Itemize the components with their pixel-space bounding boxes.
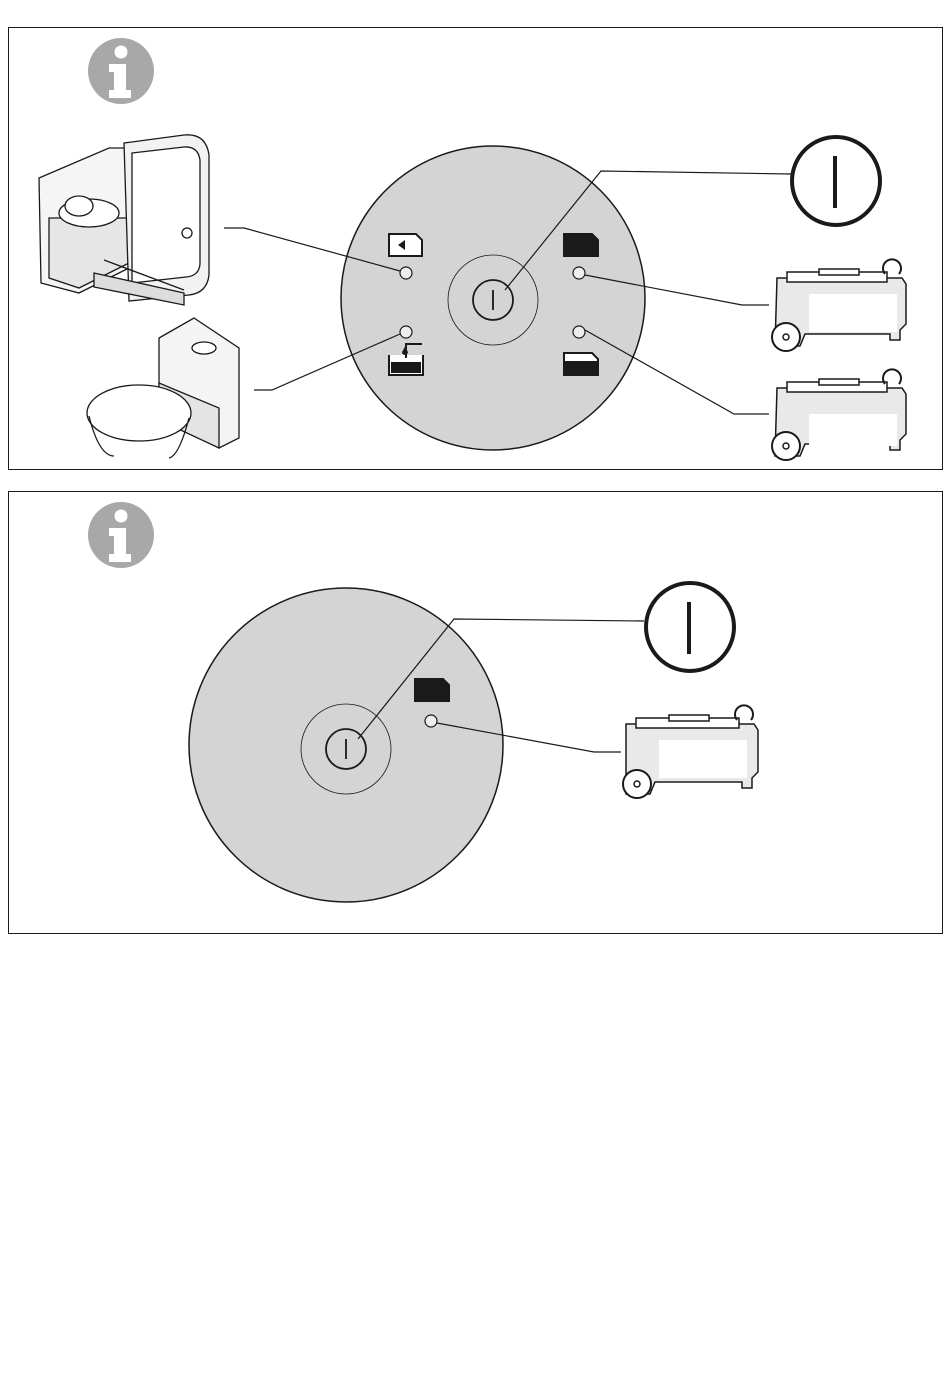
panel-2-diagram — [9, 492, 944, 935]
info-icon — [88, 502, 154, 568]
power-on-symbol — [646, 583, 734, 671]
indicator-led-flush-water — [400, 326, 412, 338]
waste-tank-almost-full-illustration — [772, 369, 906, 460]
waste-tank-full-illustration-1 — [772, 259, 906, 351]
toilet-open-hatch-illustration — [39, 135, 209, 305]
panel-status-indicators-full — [8, 27, 943, 470]
panel-status-indicator-tank-full — [8, 491, 943, 934]
tank-removed-icon — [389, 234, 422, 256]
tank-full-icon — [564, 234, 598, 256]
indicator-led-tank-full — [425, 715, 437, 727]
indicator-led-tank-removed — [400, 267, 412, 279]
indicator-led-tank-full — [573, 267, 585, 279]
waste-tank-full-illustration-2 — [623, 705, 758, 798]
tank-full-icon — [415, 679, 449, 701]
toilet-bowl-flush-tank-illustration — [87, 318, 239, 458]
power-on-symbol — [792, 137, 880, 225]
panel-1-diagram — [9, 28, 944, 471]
tank-almost-full-icon — [564, 353, 598, 375]
info-icon — [88, 38, 154, 104]
indicator-led-tank-almost-full — [573, 326, 585, 338]
